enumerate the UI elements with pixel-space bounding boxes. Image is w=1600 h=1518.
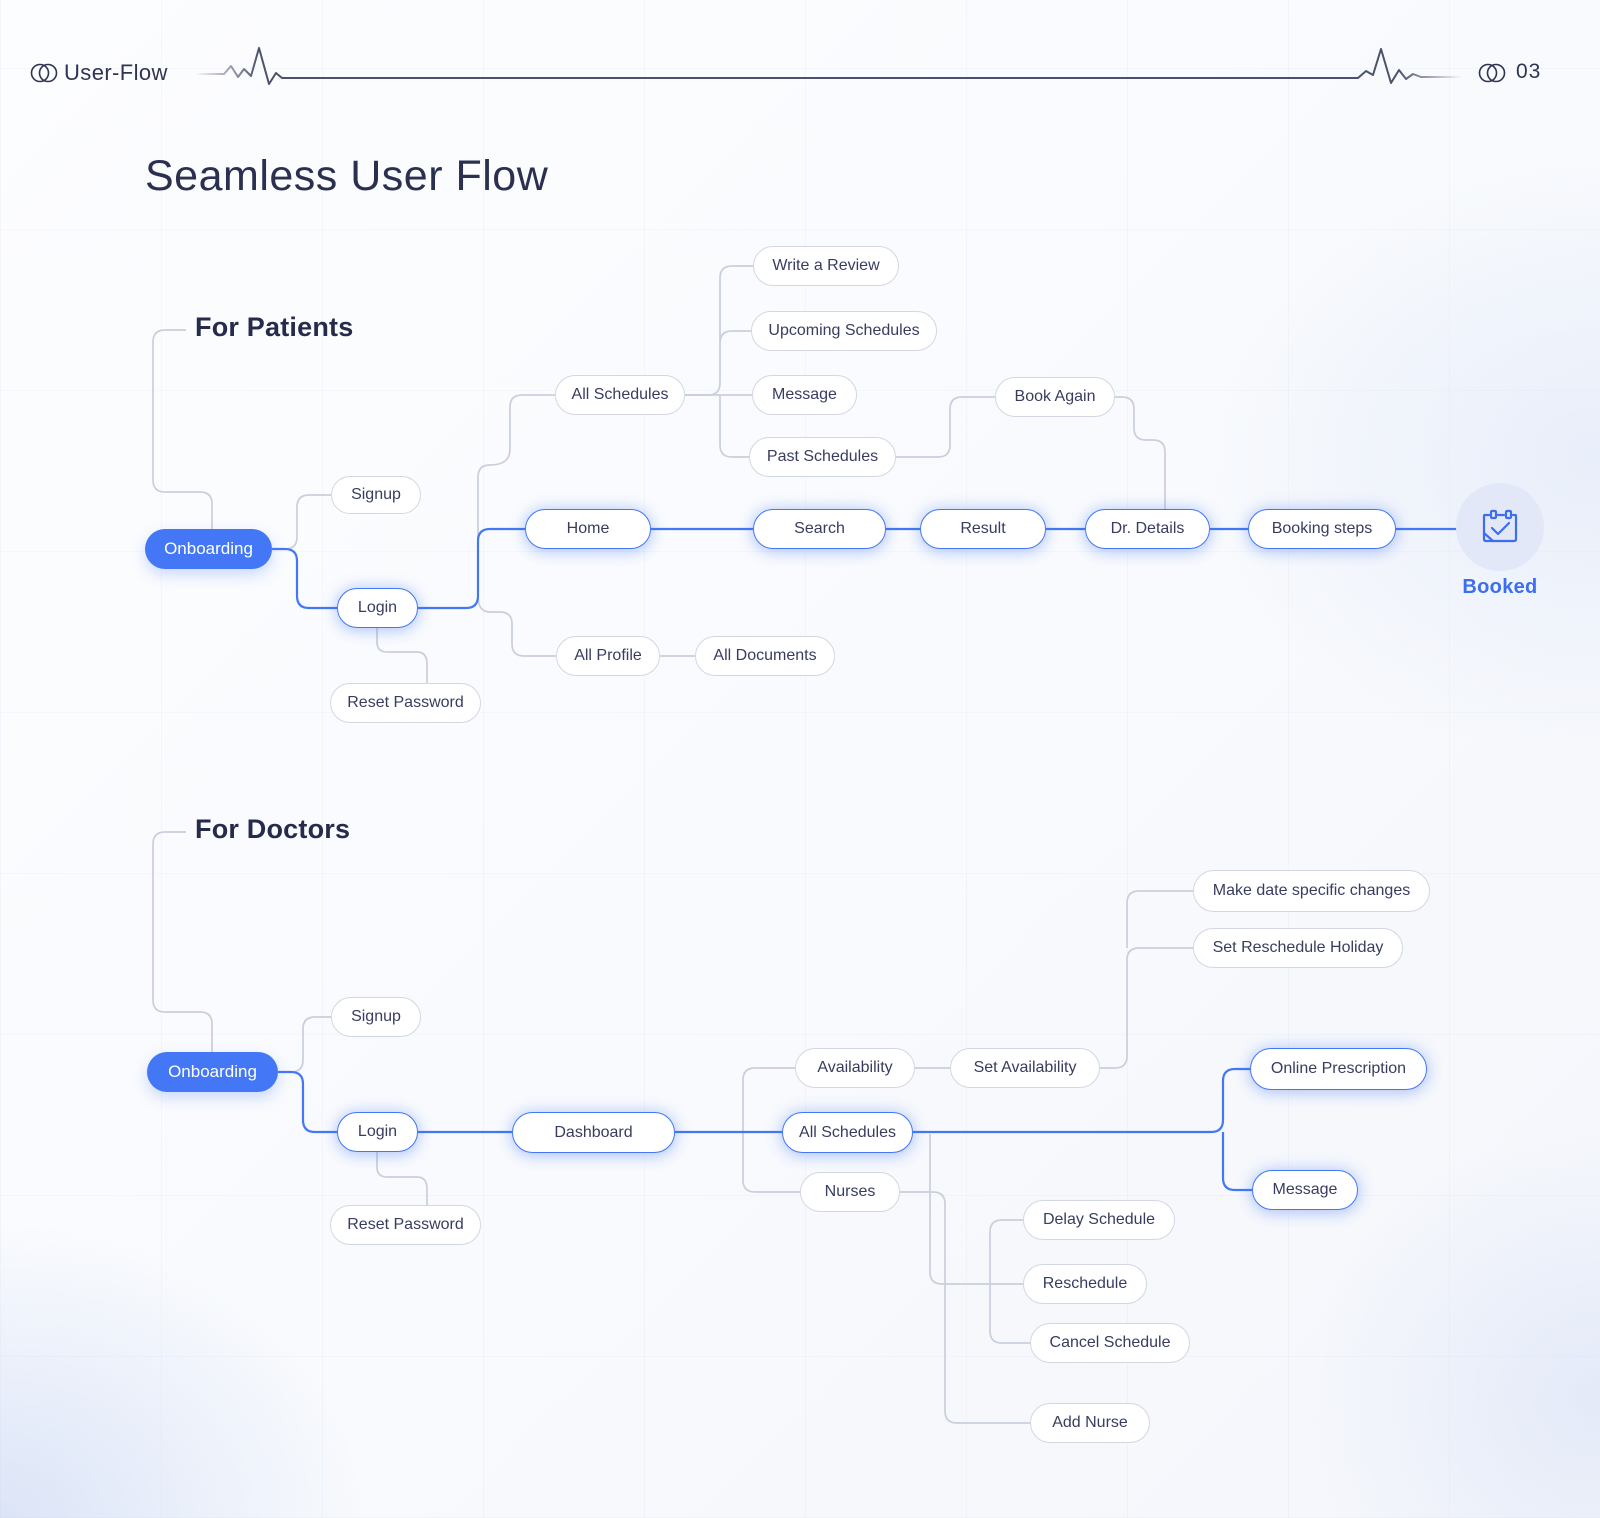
- node-patient-book-again: Book Again: [995, 377, 1115, 417]
- node-doctor-cancel-schedule: Cancel Schedule: [1030, 1323, 1190, 1363]
- node-patient-past-schedules: Past Schedules: [749, 437, 896, 477]
- node-doctor-online-prescription: Online Prescription: [1250, 1048, 1427, 1090]
- node-doctor-set-reschedule-holiday: Set Reschedule Holiday: [1193, 928, 1403, 968]
- node-patient-all-documents: All Documents: [695, 636, 835, 676]
- node-patient-booking-steps: Booking steps: [1248, 509, 1396, 549]
- section-heading-patients: For Patients: [195, 312, 354, 342]
- node-doctor-signup: Signup: [331, 997, 421, 1037]
- node-patient-dr-details: Dr. Details: [1085, 509, 1210, 549]
- node-doctor-onboarding: Onboarding: [147, 1052, 278, 1092]
- node-doctor-reschedule: Reschedule: [1023, 1264, 1147, 1304]
- booked-label: Booked: [1462, 576, 1538, 598]
- node-doctor-availability: Availability: [795, 1048, 915, 1088]
- page-title: Seamless User Flow: [145, 152, 549, 200]
- node-patient-home: Home: [525, 509, 651, 549]
- node-doctor-delay-schedule: Delay Schedule: [1023, 1200, 1175, 1240]
- page-number: 03: [1516, 60, 1542, 83]
- section-heading-doctors: For Doctors: [195, 814, 351, 844]
- node-doctor-message: Message: [1252, 1170, 1358, 1210]
- node-patient-write-review: Write a Review: [753, 246, 899, 286]
- node-patient-onboarding: Onboarding: [145, 529, 272, 569]
- node-patient-search: Search: [753, 509, 886, 549]
- pulse-line: [195, 47, 1462, 85]
- node-patient-all-schedules: All Schedules: [555, 375, 685, 415]
- node-doctor-set-availability: Set Availability: [950, 1048, 1100, 1088]
- node-doctor-login: Login: [337, 1112, 418, 1152]
- venn-page-icon: [1478, 63, 1506, 83]
- booked-badge: [1456, 483, 1544, 571]
- node-patient-login: Login: [337, 588, 418, 628]
- brand-title: User-Flow: [64, 60, 168, 85]
- node-patient-reset-password: Reset Password: [330, 683, 481, 723]
- node-doctor-dashboard: Dashboard: [512, 1112, 675, 1153]
- calendar-check-icon: [1482, 509, 1518, 543]
- node-patient-result: Result: [920, 509, 1046, 549]
- node-doctor-make-date-changes: Make date specific changes: [1193, 870, 1430, 912]
- node-patient-signup: Signup: [331, 476, 421, 514]
- node-doctor-nurses: Nurses: [800, 1172, 900, 1212]
- node-patient-message: Message: [752, 375, 857, 415]
- venn-logo-icon: [30, 63, 58, 83]
- node-doctor-reset-password: Reset Password: [330, 1205, 481, 1245]
- node-doctor-all-schedules: All Schedules: [782, 1112, 913, 1153]
- node-doctor-add-nurse: Add Nurse: [1030, 1403, 1150, 1443]
- node-patient-all-profile: All Profile: [556, 636, 660, 676]
- node-patient-upcoming-schedules: Upcoming Schedules: [751, 311, 937, 351]
